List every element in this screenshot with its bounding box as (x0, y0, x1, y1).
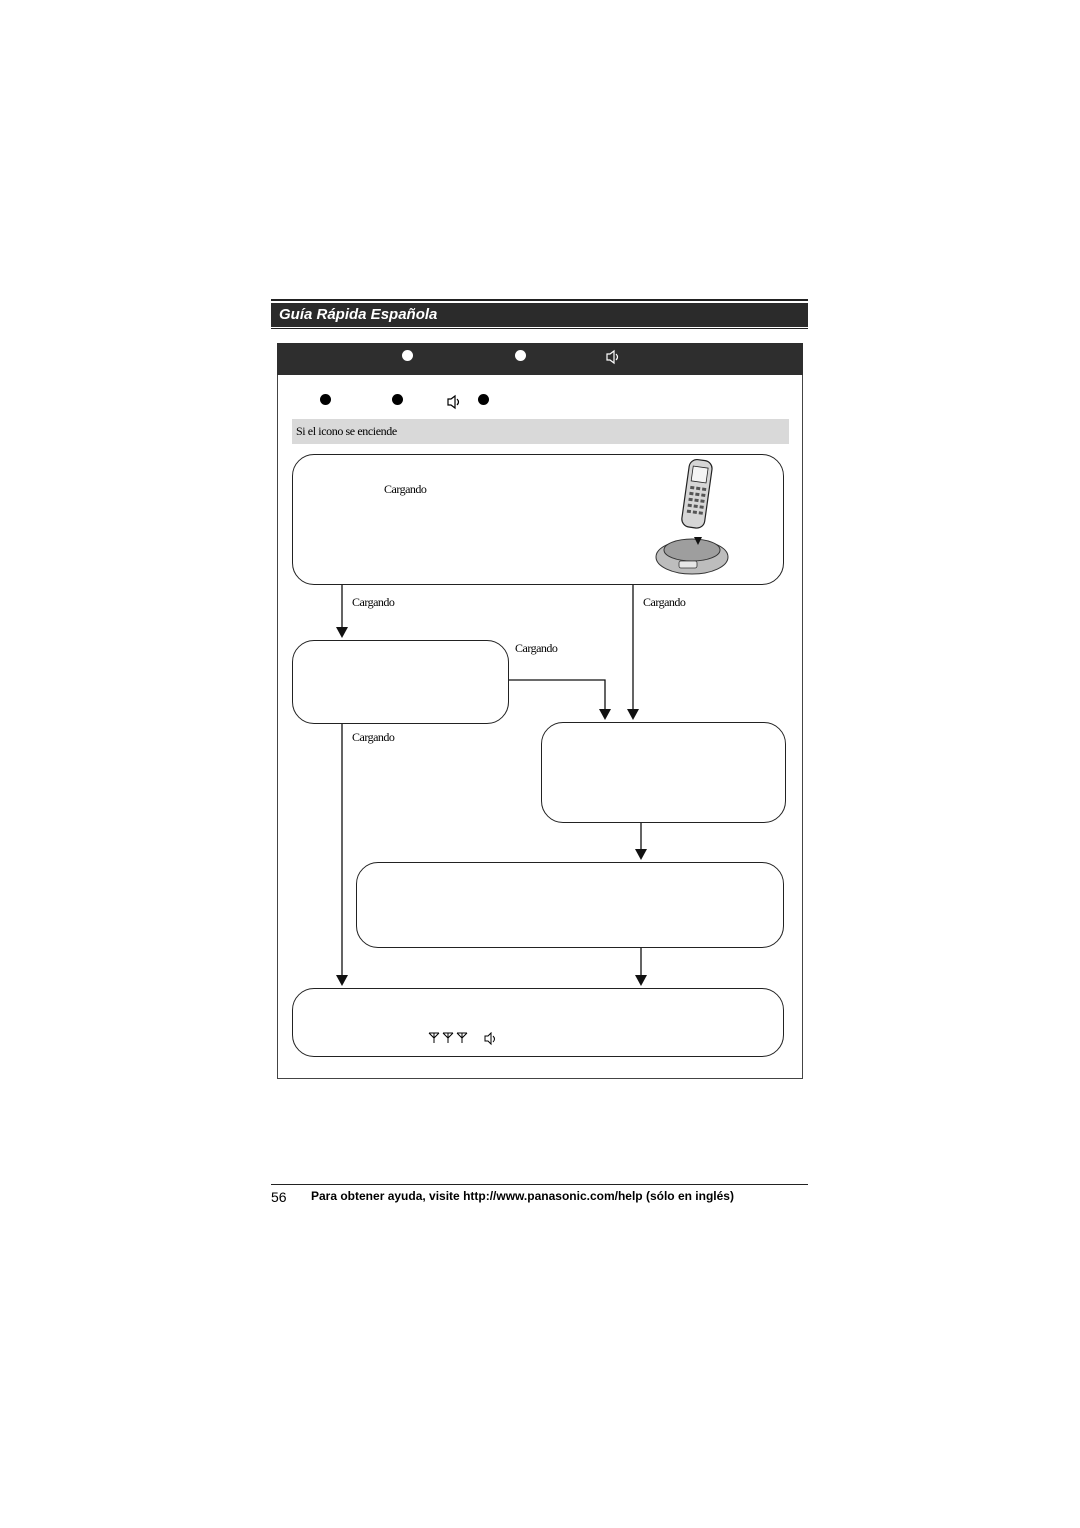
handset-on-base-image (655, 458, 729, 575)
dot-icon (392, 394, 403, 405)
antenna-icon (428, 1032, 468, 1043)
footer-rule (271, 1184, 808, 1185)
help-footer-text: Para obtener ayuda, visite http://www.pa… (311, 1189, 734, 1203)
speaker-icon (484, 1032, 495, 1046)
flow-box-wide (356, 862, 784, 948)
box1-status: Cargando (384, 482, 427, 496)
header-underline (271, 328, 808, 329)
dot-icon (515, 350, 526, 361)
flow-label-left-1: Cargando (352, 595, 395, 609)
panel-header-bar (277, 343, 803, 375)
page-number: 56 (271, 1189, 287, 1205)
flow-label-left-2: Cargando (352, 730, 395, 744)
flow-label-right-1: Cargando (643, 595, 686, 609)
speaker-icon (606, 349, 619, 365)
highlight-row: Si el icono se enciende (292, 419, 789, 444)
page-title: Guía Rápida Española (271, 303, 808, 327)
header-rule (271, 299, 808, 301)
speaker-icon (447, 394, 460, 410)
dot-icon (402, 350, 413, 361)
dot-icon (478, 394, 489, 405)
flow-box-left (292, 640, 509, 724)
flow-label-mid: Cargando (515, 641, 558, 655)
flow-box-right (541, 722, 786, 823)
dot-icon (320, 394, 331, 405)
flow-box-result (292, 988, 784, 1057)
